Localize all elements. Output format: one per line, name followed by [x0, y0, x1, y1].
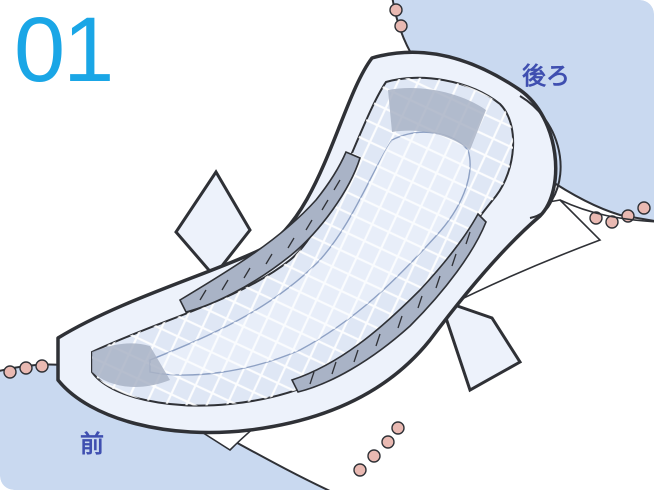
pad-gather-right — [290, 212, 487, 393]
pad-wing-bottom — [437, 297, 523, 393]
pad-wing-top — [174, 169, 252, 279]
pad-gather-left — [178, 150, 361, 313]
gather-stitches — [199, 179, 471, 385]
lace-edge-front — [3, 359, 405, 477]
front-label: 前 — [80, 430, 104, 458]
back-label: 後ろ — [522, 62, 570, 90]
step-number: 01 — [14, 0, 114, 101]
pad-front-end-shade — [92, 343, 170, 387]
pad-back-end-shade — [388, 88, 486, 150]
pad-back-flap — [519, 95, 562, 219]
